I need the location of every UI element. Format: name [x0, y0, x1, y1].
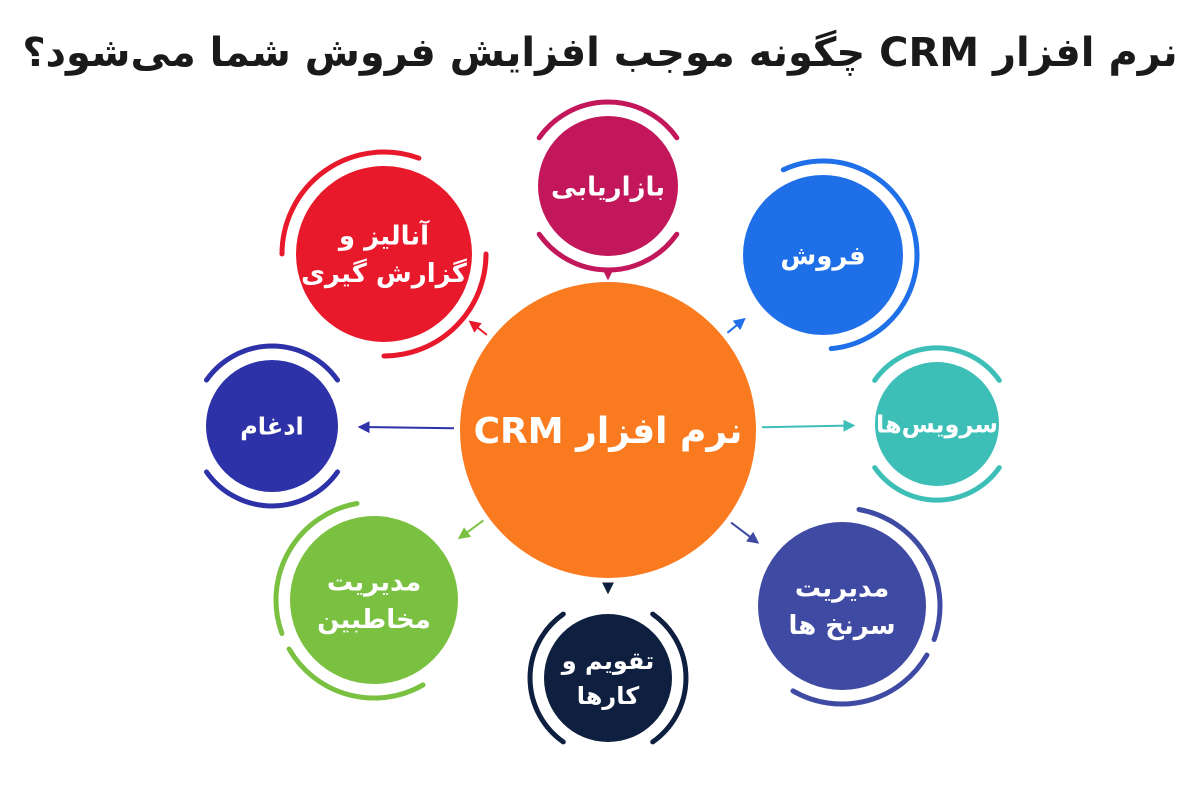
node-label-leads: مدیریت — [795, 574, 889, 604]
decorative-arc — [279, 149, 422, 257]
decorative-arc — [790, 652, 930, 707]
connector-arrow-contacts — [457, 519, 484, 540]
center-circle — [460, 282, 756, 578]
connector-arrow-leads — [730, 521, 760, 544]
node-label-services: سرویس‌ها — [876, 411, 998, 439]
connectors — [357, 268, 856, 595]
node-sales: فروش — [743, 158, 920, 352]
connector-arrow-sales — [726, 317, 746, 334]
node-calendar: تقویم و کارها — [527, 611, 689, 745]
node-circle-leads — [758, 522, 926, 690]
decorative-arc — [650, 611, 689, 745]
decorative-arc — [828, 236, 920, 352]
decorative-arc — [856, 507, 943, 642]
node-label-leads: سرنخ ها — [788, 611, 895, 641]
decorative-arc — [872, 465, 1002, 503]
decorative-arc — [204, 343, 340, 383]
nodes: بازاریابی فروش سرویس‌ها مدیریت سرنخ ها تقویم … — [204, 99, 1002, 745]
node-marketing: بازاریابی — [536, 99, 680, 273]
decorative-arc — [536, 231, 680, 273]
node-services: سرویس‌ها — [872, 345, 1002, 503]
node-label-contacts: مخاطبین — [317, 605, 431, 635]
node-circle-marketing — [538, 116, 678, 256]
decorative-arc — [204, 469, 340, 509]
node-label-contacts: مدیریت — [327, 568, 421, 598]
node-circle-integration — [206, 360, 338, 492]
connector-arrow-analytics — [468, 320, 488, 336]
node-label-marketing: بازاریابی — [551, 172, 665, 202]
node-circle-services — [875, 362, 999, 486]
decorative-arc — [273, 501, 360, 636]
node-integration: ادغام — [204, 343, 340, 509]
connector-arrow-integration — [357, 421, 455, 434]
node-label-calendar: تقویم و — [561, 647, 654, 675]
decorative-arc — [286, 646, 426, 701]
node-circle-contacts — [290, 516, 458, 684]
node-label-integration: ادغام — [240, 413, 304, 441]
center-node: نرم افزار CRM — [460, 282, 756, 578]
decorative-arc — [527, 611, 566, 745]
center-label: نرم افزار CRM — [474, 411, 743, 452]
decorative-arc — [872, 345, 1002, 383]
page-title: نرم افزار CRM چگونه موجب افزایش فروش شما… — [22, 30, 1178, 76]
node-leads: مدیریت سرنخ ها — [758, 507, 943, 707]
node-label-analytics: آنالیز و — [337, 220, 430, 252]
node-label-sales: فروش — [780, 241, 865, 271]
decorative-arc — [381, 251, 489, 359]
decorative-arc — [536, 99, 680, 141]
decorative-arc — [780, 158, 920, 250]
node-circle-analytics — [296, 166, 472, 342]
connector-arrow-services — [761, 419, 856, 432]
node-analytics: آنالیز و گزارش گیری — [279, 149, 489, 359]
node-label-analytics: گزارش گیری — [301, 258, 468, 289]
node-circle-calendar — [544, 614, 672, 742]
node-label-calendar: کارها — [577, 682, 639, 710]
node-circle-sales — [743, 175, 903, 335]
node-contacts: مدیریت مخاطبین — [273, 501, 458, 701]
